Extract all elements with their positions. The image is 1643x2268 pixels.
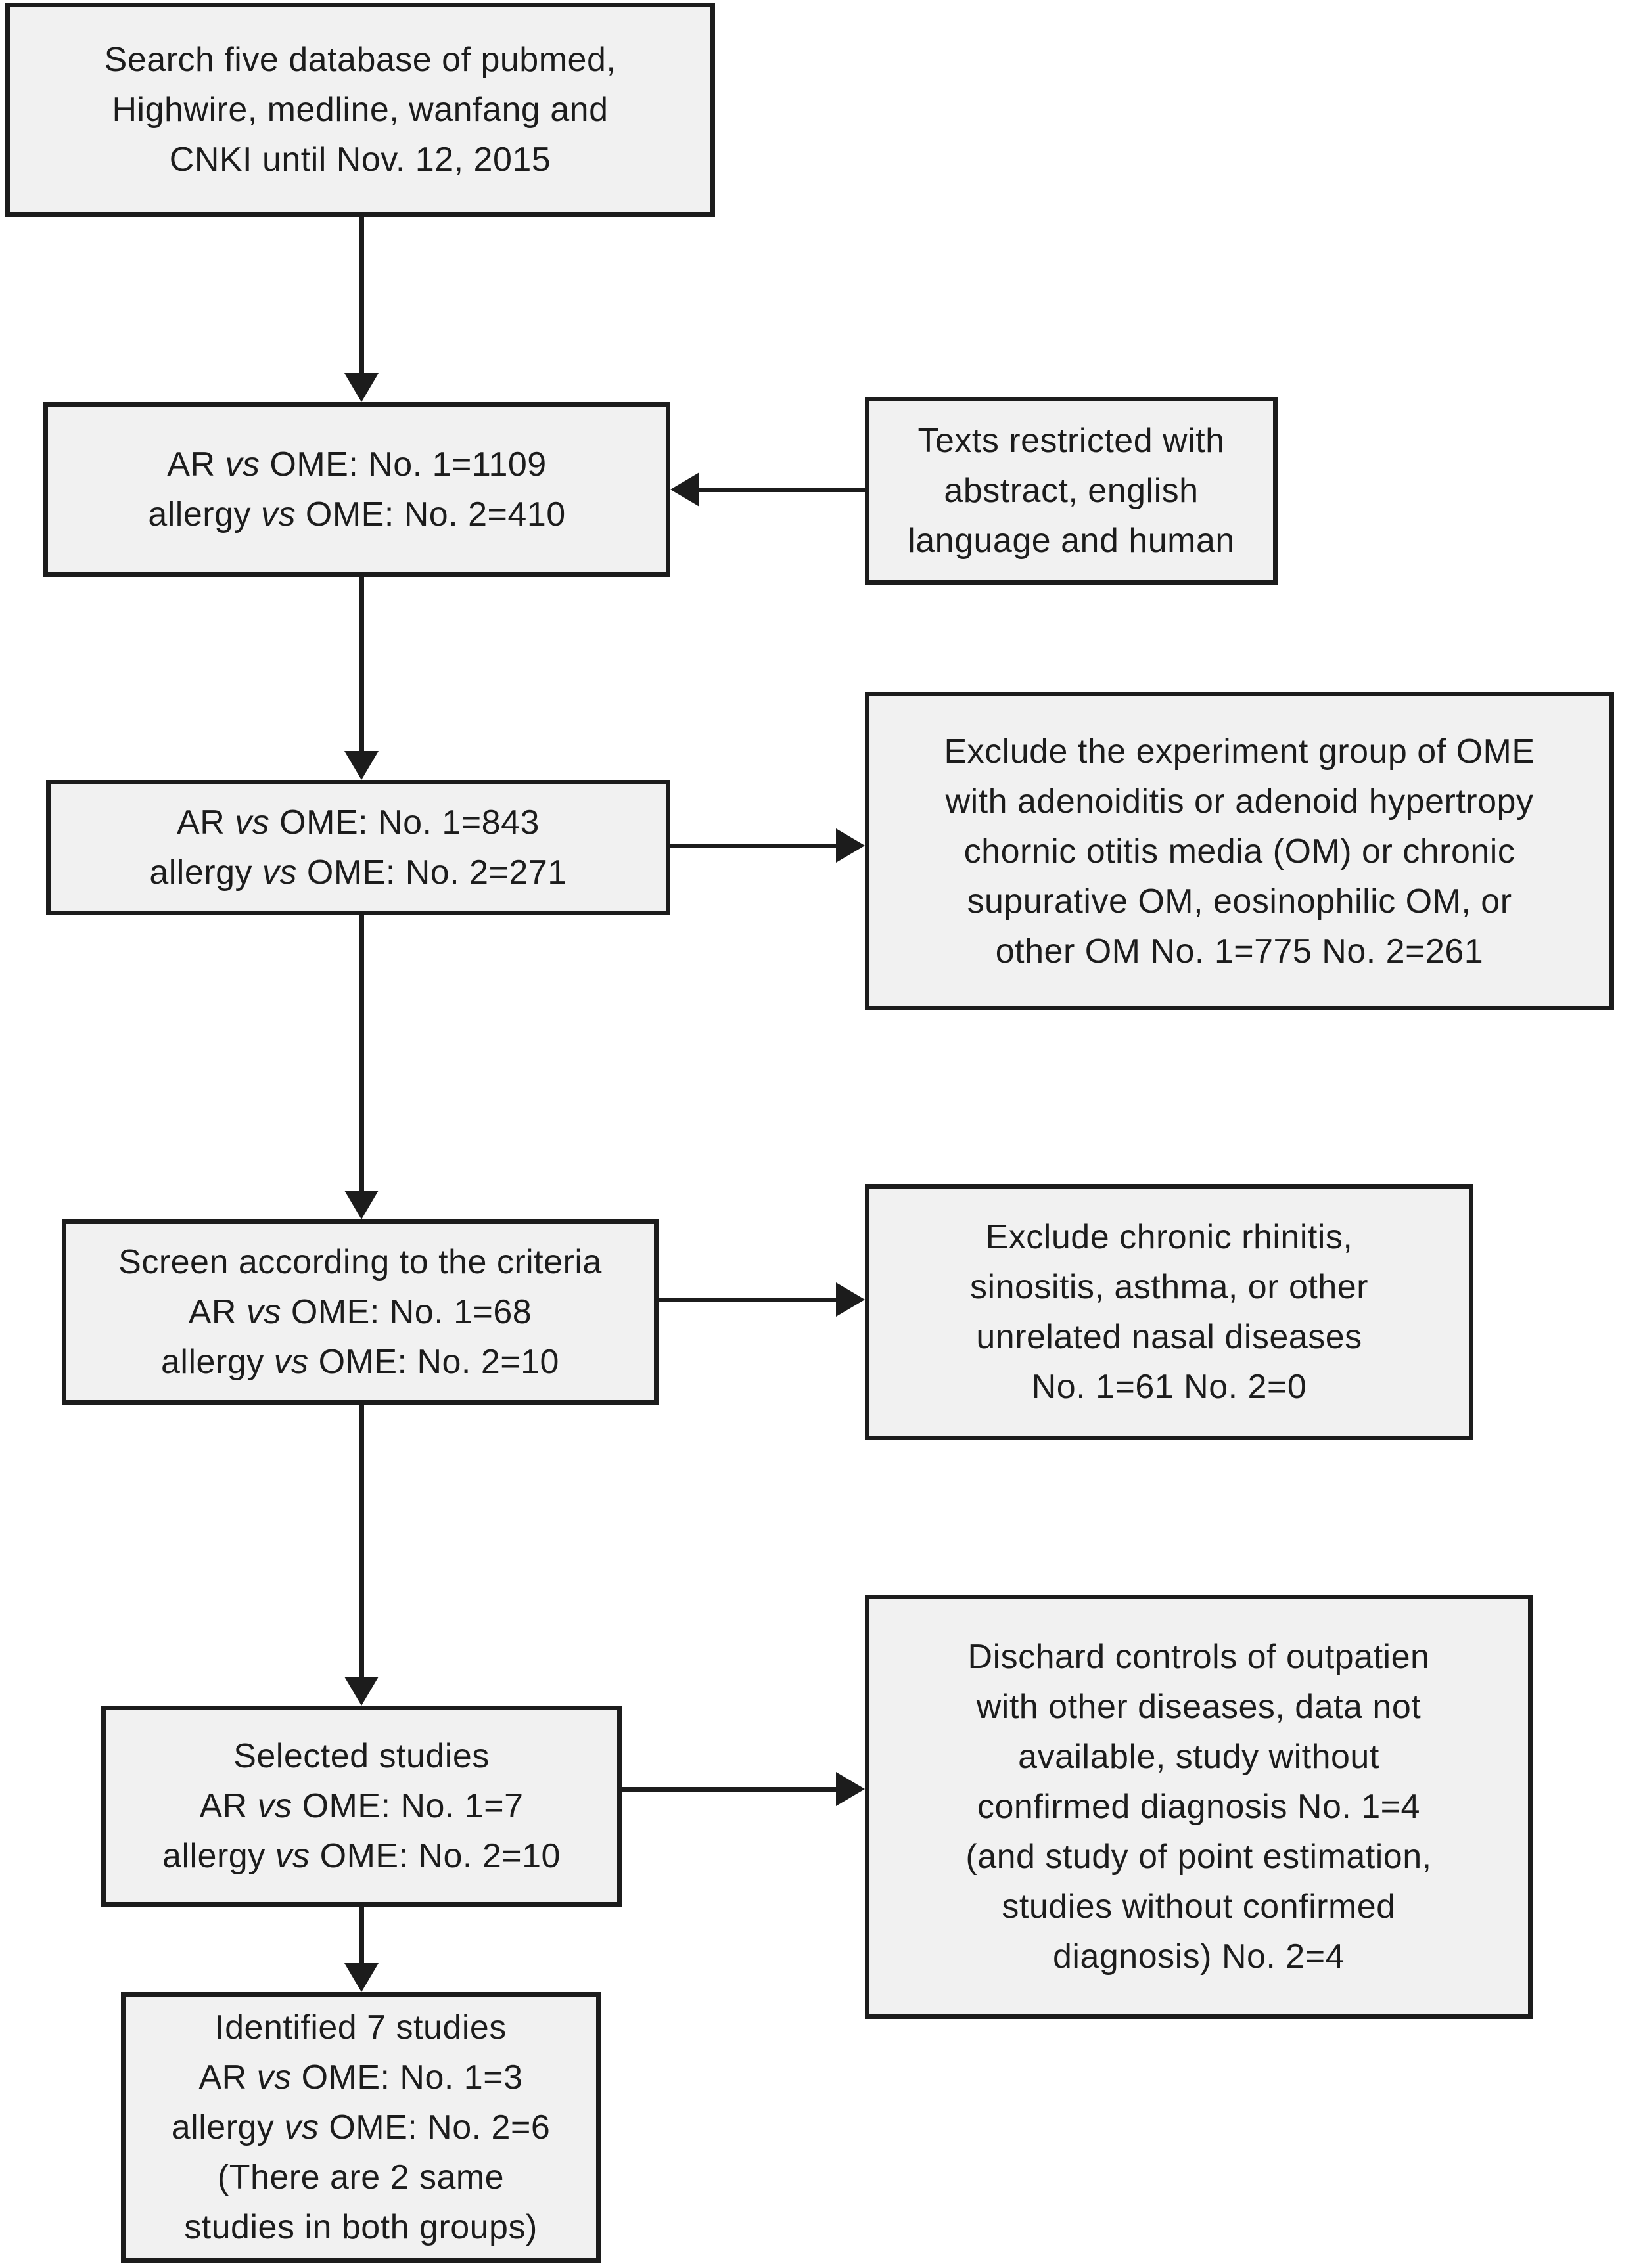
arrowhead-down-after-restriction bbox=[344, 751, 379, 780]
box-exclude-nasal-note: Exclude chronic rhinitis,sinositis, asth… bbox=[865, 1184, 1473, 1440]
connector-search-to-initial bbox=[359, 217, 364, 373]
arrowhead-right-exclude-nasal bbox=[836, 1282, 865, 1317]
box-exclude-nasal-note-text: Exclude chronic rhinitis,sinositis, asth… bbox=[970, 1218, 1368, 1406]
connector-selected-to-identified bbox=[359, 1907, 364, 1963]
arrowhead-down-identified bbox=[344, 1963, 379, 1992]
connector-exclude-om bbox=[670, 844, 836, 848]
connector-after-restriction-to-screened bbox=[359, 915, 364, 1191]
connector-discard bbox=[621, 1787, 836, 1792]
arrowhead-down-screened bbox=[344, 1191, 379, 1219]
arrowhead-down-selected bbox=[344, 1677, 379, 1706]
connector-restriction-note bbox=[699, 488, 865, 492]
connector-screened-to-selected bbox=[359, 1405, 364, 1677]
arrowhead-left-initial-records bbox=[670, 472, 699, 507]
arrowhead-right-exclude-om bbox=[836, 828, 865, 863]
connector-exclude-nasal bbox=[659, 1298, 836, 1302]
connector-initial-to-after-restriction bbox=[359, 577, 364, 751]
arrowhead-right-discard bbox=[836, 1772, 865, 1806]
box-search-databases-text: Search five database of pubmed,Highwire,… bbox=[104, 41, 616, 179]
arrowhead-down-initial bbox=[344, 373, 379, 402]
box-search-databases: Search five database of pubmed,Highwire,… bbox=[5, 3, 715, 217]
